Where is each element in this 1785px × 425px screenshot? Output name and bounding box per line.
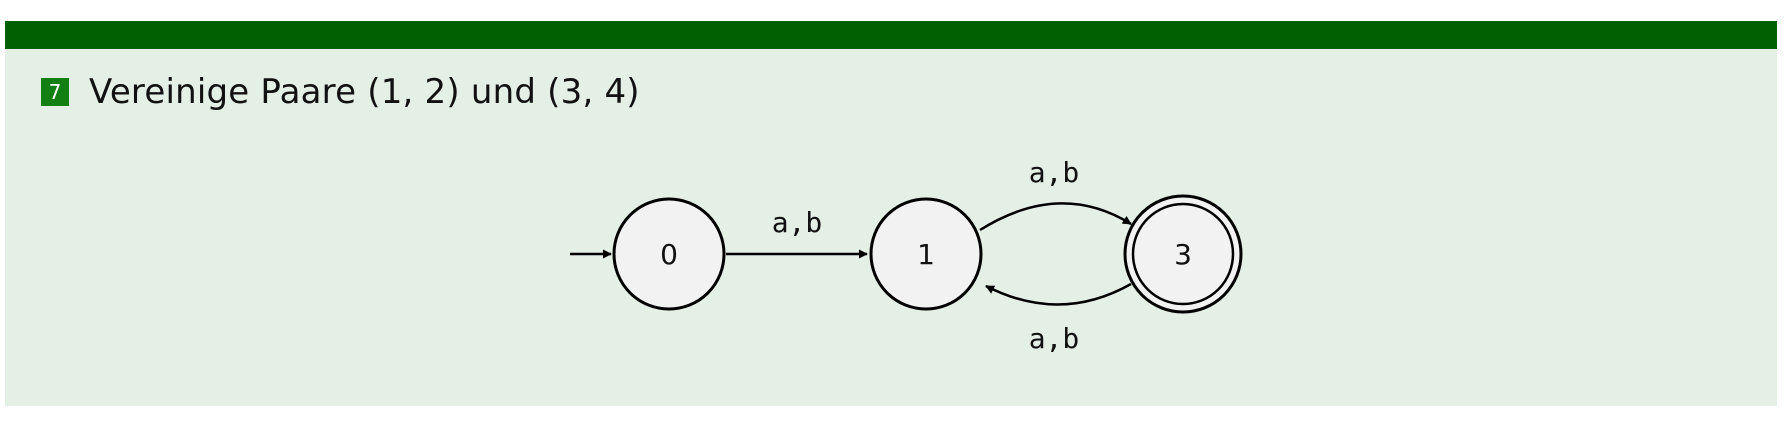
state-0: 0 (612, 197, 726, 311)
state-3: 3 (1123, 194, 1243, 314)
step-heading: 7 Vereinige Paare (1, 2) und (3, 4) (41, 72, 640, 112)
step-number-badge: 7 (41, 78, 69, 106)
state-0-label: 0 (660, 238, 678, 271)
state-1: 1 (869, 197, 983, 311)
step-title: Vereinige Paare (1, 2) und (3, 4) (89, 72, 640, 112)
accepting-ring (1131, 202, 1235, 306)
transition-label-1-3: a,b (1029, 156, 1080, 189)
block-header-bar (5, 21, 1777, 49)
transition-3-1 (985, 282, 1132, 306)
state-3-label: 3 (1174, 238, 1192, 271)
transition-1-3 (979, 202, 1132, 232)
transition-label-3-1: a,b (1029, 322, 1080, 355)
state-1-label: 1 (917, 238, 935, 271)
step-block (5, 21, 1777, 406)
transition-label-0-1: a,b (772, 206, 823, 239)
